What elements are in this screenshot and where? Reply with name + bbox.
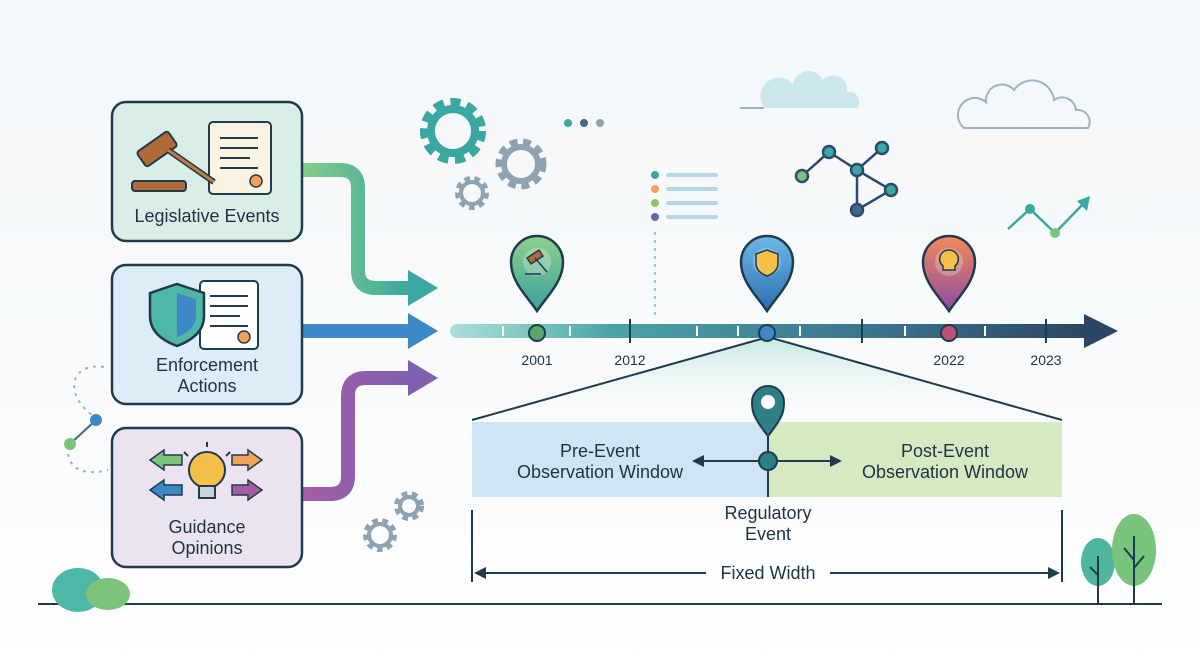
event-node (758, 451, 778, 471)
timeline-node (758, 324, 776, 342)
post-event-window (768, 422, 1062, 497)
lightbulb-icon (938, 249, 960, 271)
trend-icon (1007, 196, 1090, 238)
year-label: 2022 (933, 352, 965, 368)
legislative-connector (302, 163, 410, 295)
guidance-connector (302, 371, 410, 501)
timeline-node (528, 324, 546, 342)
tree-icon (1081, 514, 1156, 604)
shield-icon (755, 249, 779, 277)
gavel-icon (525, 248, 548, 275)
regulatory-event-label: Regulatory Event (724, 503, 812, 544)
card-guidance (110, 426, 304, 569)
location-pin-icon (750, 385, 786, 438)
timeline-marker-lightbulb-icon[interactable] (921, 234, 977, 342)
cloud-outline-icon (957, 79, 1091, 129)
bush-icon (52, 568, 130, 612)
timeline-marker-gavel-icon[interactable] (509, 234, 565, 342)
post-event-label: Post-Event Observation Window (861, 441, 1029, 482)
side-network-icon (64, 365, 109, 474)
pre-event-window (472, 422, 768, 497)
zoom-fan (472, 337, 1062, 420)
pre-event-label: Pre-Event Observation Window (516, 441, 684, 482)
card-enforcement (110, 263, 304, 406)
network-icon (794, 140, 899, 218)
year-label: 2012 (614, 352, 646, 368)
cloud-icon (760, 71, 860, 108)
year-label: 2023 (1030, 352, 1062, 368)
list-icon (651, 171, 718, 318)
card-label-enforcement: Enforcement Actions (155, 355, 259, 396)
fixed-width-label: Fixed Width (720, 563, 816, 583)
year-label: 2001 (521, 352, 553, 368)
card-label-legislative: Legislative Events (134, 206, 280, 226)
timeline-node (940, 324, 958, 342)
gear-icon (420, 98, 547, 210)
card-legislative (110, 100, 304, 243)
timeline-arrowhead (1084, 314, 1118, 348)
timeline-marker-shield-icon[interactable] (739, 234, 795, 342)
card-label-guidance: Guidance Opinions (168, 517, 246, 558)
dots-icon (564, 119, 604, 127)
timeline (450, 234, 1118, 348)
small-gears-icon (363, 491, 424, 552)
